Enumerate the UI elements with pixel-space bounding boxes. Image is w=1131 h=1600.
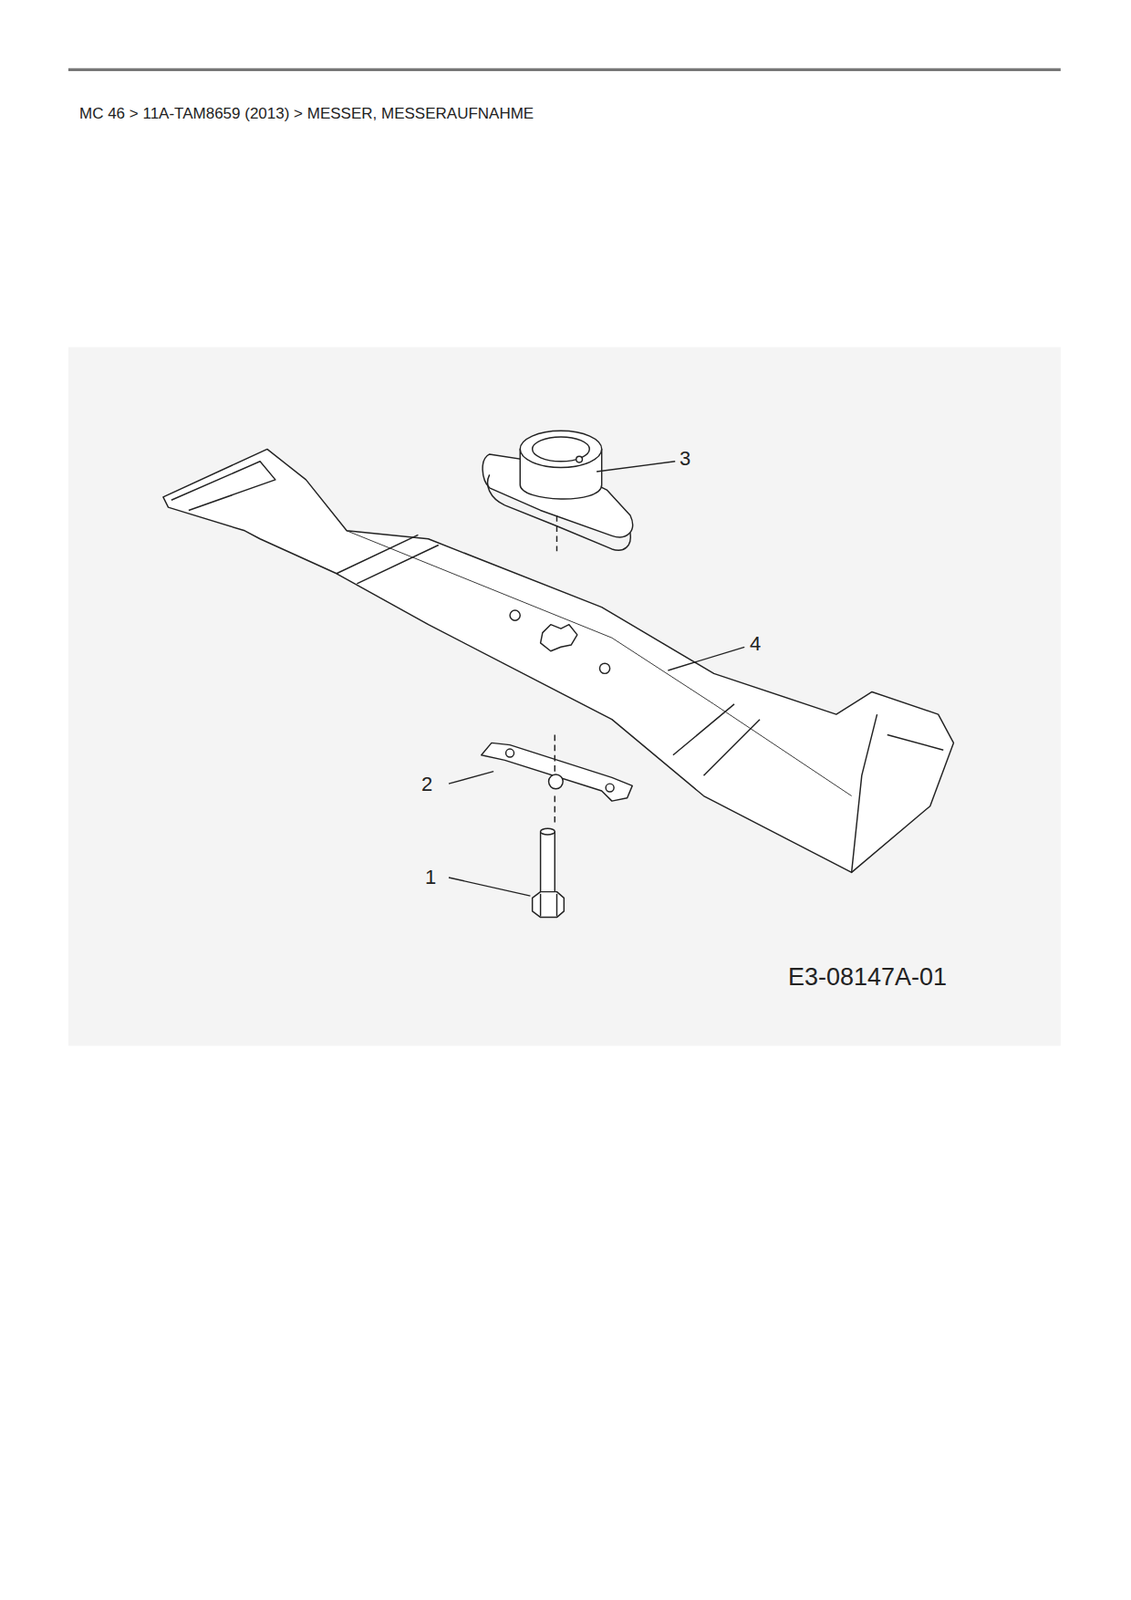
leader-line: [448, 771, 494, 784]
blade-bolt: [540, 831, 556, 896]
leader-line: [596, 461, 675, 472]
leader-line: [667, 646, 745, 671]
callout-number: 1: [425, 866, 436, 889]
callout-number: 2: [421, 773, 433, 796]
page-title: MC 46 > 11A-TAM8659 (2013) > MESSER, MES…: [79, 105, 534, 124]
callout-number: 4: [749, 632, 761, 655]
drawing-number: E3-08147A-01: [788, 964, 947, 992]
mower-blade: [163, 448, 955, 872]
leader-line: [448, 877, 530, 896]
blade-clip: [481, 742, 633, 801]
callout-number: 3: [679, 447, 691, 470]
header-rule: [68, 68, 1061, 72]
illustration-ground: [68, 347, 1061, 1047]
